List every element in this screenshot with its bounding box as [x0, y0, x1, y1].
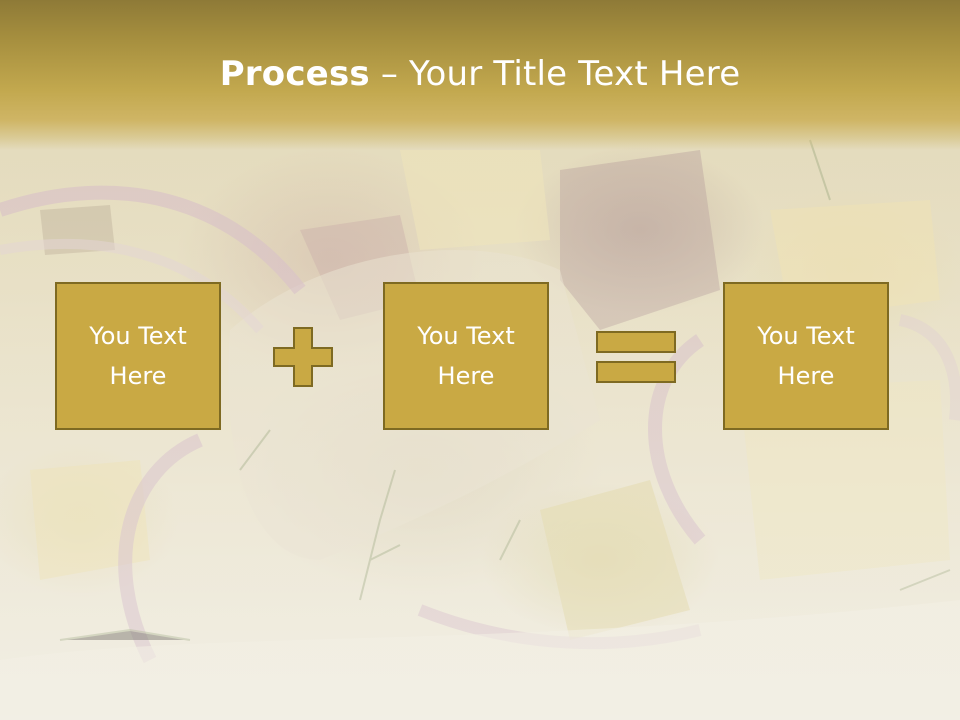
- slide-title: Process – Your Title Text Here: [0, 50, 960, 98]
- process-box-3: You Text Here: [723, 282, 889, 430]
- equals-icon: [596, 331, 676, 383]
- title-rest: – Your Title Text Here: [369, 54, 741, 94]
- process-box-2: You Text Here: [383, 282, 549, 430]
- process-box-3-label: You Text Here: [757, 322, 855, 390]
- process-box-1: You Text Here: [55, 282, 221, 430]
- process-box-2-label: You Text Here: [417, 322, 515, 390]
- title-banner: [0, 0, 960, 150]
- title-bold: Process: [219, 54, 370, 94]
- process-box-1-label: You Text Here: [89, 322, 187, 390]
- plus-icon: [273, 327, 333, 387]
